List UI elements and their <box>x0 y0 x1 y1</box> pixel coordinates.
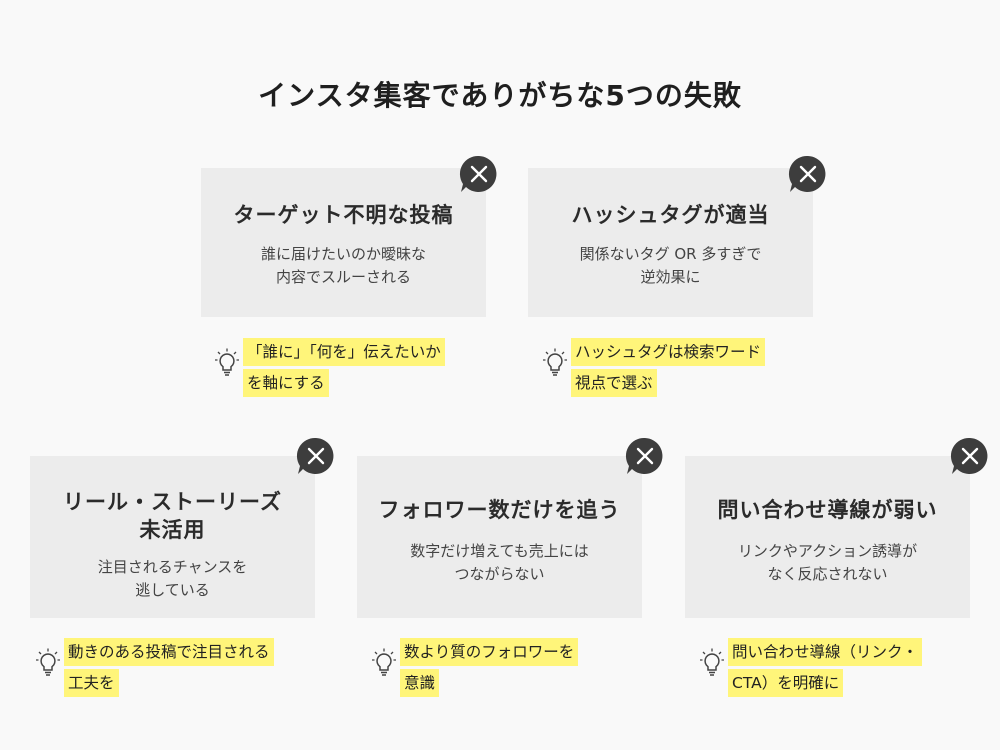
close-icon <box>788 155 826 192</box>
card-description-line: 関係ないタグ OR 多すぎで <box>579 245 762 263</box>
card-title: フォロワー数だけを追う <box>357 496 642 524</box>
tip-text: 問い合わせ導線（リンク・ CTA）を明確に <box>728 638 922 700</box>
card-description-line: 逃している <box>135 581 210 599</box>
tip-line: 意識 <box>400 669 440 697</box>
close-icon <box>296 437 334 474</box>
card-title-line: 問い合わせ導線が弱い <box>717 498 938 522</box>
card-description-line: 誰に届けたいのか曖昧な <box>260 245 426 263</box>
close-icon <box>459 155 497 192</box>
card-description: 注目されるチャンスを 逃している <box>30 556 315 602</box>
card-title: リール・ストーリーズ 未活用 <box>30 488 315 544</box>
tip-text: 数より質のフォロワーを 意識 <box>400 638 579 700</box>
tip-line: 動きのある投稿で注目される <box>64 638 274 666</box>
tip-line: 工夫を <box>64 669 119 697</box>
card-description: 誰に届けたいのか曖昧な 内容でスルーされる <box>201 243 486 289</box>
card-title-line: ターゲット不明な投稿 <box>233 203 454 227</box>
tip-text: 「誰に」「何を」伝えたいか を軸にする <box>243 338 445 400</box>
close-icon <box>950 437 988 474</box>
card-title: ハッシュタグが適当 <box>528 201 813 229</box>
failure-card-4: フォロワー数だけを追う 数字だけ増えても売上には つながらない <box>357 456 642 618</box>
card-description: 関係ないタグ OR 多すぎで 逆効果に <box>528 243 813 289</box>
lightbulb-icon <box>36 648 60 676</box>
card-description-line: 数字だけ増えても売上には <box>410 542 589 560</box>
card-description-line: 内容でスルーされる <box>275 268 411 286</box>
tip-line: を軸にする <box>243 369 329 397</box>
tip-line: 「誰に」「何を」伝えたいか <box>243 338 445 366</box>
card-description-line: 注目されるチャンスを <box>97 558 248 576</box>
failure-card-3: リール・ストーリーズ 未活用 注目されるチャンスを 逃している <box>30 456 315 618</box>
card-description: 数字だけ増えても売上には つながらない <box>357 540 642 586</box>
tip-line: ハッシュタグは検索ワード <box>571 338 766 366</box>
card-title: 問い合わせ導線が弱い <box>685 496 970 524</box>
tip-text: ハッシュタグは検索ワード 視点で選ぶ <box>571 338 766 400</box>
lightbulb-icon <box>372 648 396 676</box>
lightbulb-icon <box>543 348 567 376</box>
card-description-line: リンクやアクション誘導が <box>737 542 918 560</box>
failure-card-2: ハッシュタグが適当 関係ないタグ OR 多すぎで 逆効果に <box>528 168 813 317</box>
card-title-line: ハッシュタグが適当 <box>571 203 770 227</box>
tip-text: 動きのある投稿で注目される 工夫を <box>64 638 274 700</box>
card-description-line: 逆効果に <box>640 268 701 286</box>
tip-line: 問い合わせ導線（リンク・ <box>728 638 922 666</box>
failure-card-5: 問い合わせ導線が弱い リンクやアクション誘導が なく反応されない <box>685 456 970 618</box>
close-icon <box>625 437 663 474</box>
lightbulb-icon <box>215 348 239 376</box>
card-description-line: つながらない <box>454 565 545 583</box>
card-title: ターゲット不明な投稿 <box>201 201 486 229</box>
page-title: インスタ集客でありがちな5つの失敗 <box>258 79 742 112</box>
card-title-line: リール・ストーリーズ <box>63 490 282 514</box>
card-title-line: フォロワー数だけを追う <box>378 498 621 522</box>
card-description: リンクやアクション誘導が なく反応されない <box>685 540 970 586</box>
tip-line: CTA）を明確に <box>728 669 844 697</box>
tip-line: 数より質のフォロワーを <box>400 638 579 666</box>
card-description-line: なく反応されない <box>767 565 888 583</box>
lightbulb-icon <box>700 648 724 676</box>
card-title-line: 未活用 <box>139 518 206 542</box>
tip-line: 視点で選ぶ <box>571 369 657 397</box>
failure-card-1: ターゲット不明な投稿 誰に届けたいのか曖昧な 内容でスルーされる <box>201 168 486 317</box>
